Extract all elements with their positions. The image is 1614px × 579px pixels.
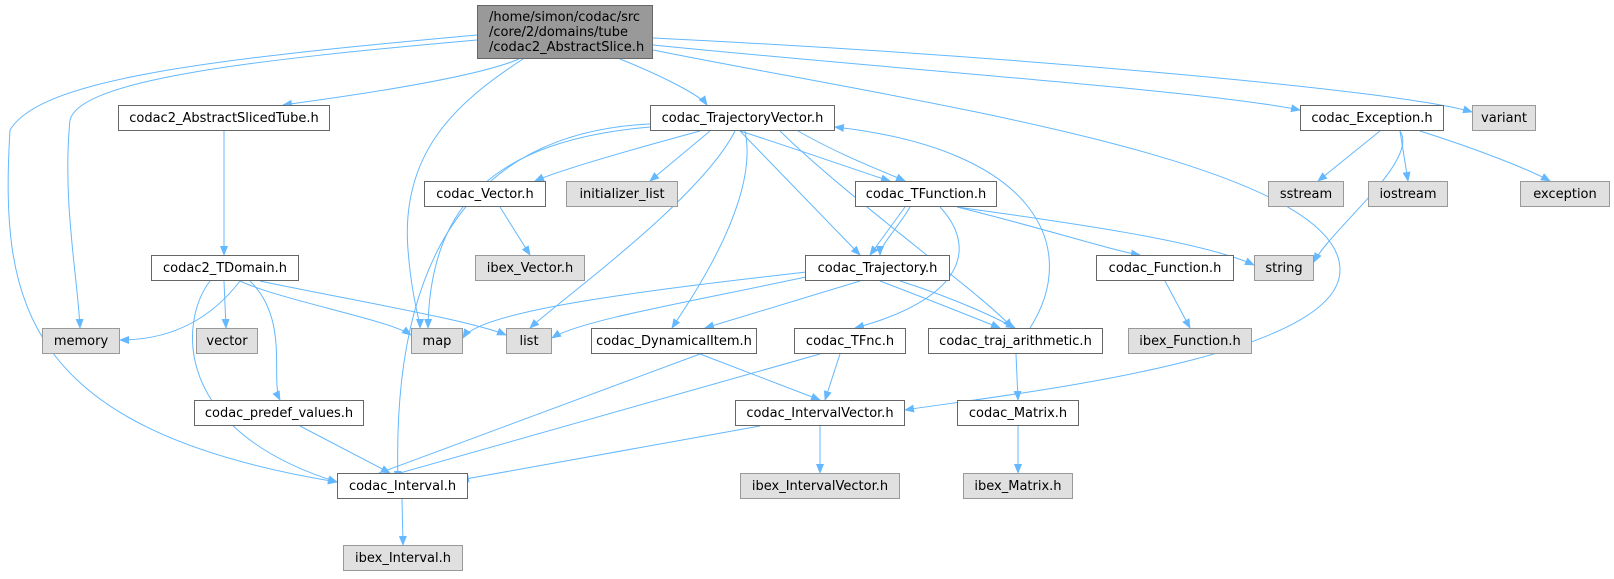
dependency-edge-7 <box>652 49 1341 413</box>
dependency-edge-2 <box>652 44 1301 113</box>
dependency-edge-14 <box>424 126 651 329</box>
dependency-edge-28 <box>1399 130 1411 182</box>
node-ibex-function: ibex_Function.h <box>1128 328 1252 354</box>
node-dynamical-item[interactable]: codac_DynamicalItem.h <box>591 328 757 354</box>
dependency-edge-44 <box>259 280 507 336</box>
dependency-edge-35 <box>354 353 701 483</box>
node-initializer-list: initializer_list <box>566 181 678 207</box>
node-tfnc[interactable]: codac_TFnc.h <box>794 328 906 354</box>
dependency-edge-47 <box>299 425 391 474</box>
dependency-edge-51 <box>398 498 407 546</box>
dependency-edge-39 <box>1013 353 1022 401</box>
dependency-edge-29 <box>1419 130 1551 182</box>
dependency-edge-32 <box>704 280 861 330</box>
dependency-edge-48 <box>459 425 761 483</box>
dependency-edge-17 <box>671 130 748 329</box>
dependency-edge-25 <box>1164 280 1191 329</box>
node-iostream: iostream <box>1368 181 1448 207</box>
node-interval[interactable]: codac_Interval.h <box>337 473 468 499</box>
node-ibex-matrix: ibex_Matrix.h <box>963 473 1073 499</box>
node-variant: variant <box>1472 105 1536 131</box>
dependency-edge-37 <box>339 353 821 492</box>
dependency-edge-43 <box>239 280 412 336</box>
dependency-edge-15 <box>393 123 651 481</box>
dependency-edge-24 <box>854 206 960 330</box>
dependency-edge-45 <box>249 280 281 401</box>
dependency-edge-18 <box>779 130 1013 329</box>
node-map: map <box>411 328 463 354</box>
node-memory: memory <box>42 328 120 354</box>
node-string: string <box>1254 255 1314 281</box>
dependency-edge-5 <box>7 34 478 485</box>
dependency-edge-33 <box>879 280 1001 329</box>
dependency-edge-42 <box>221 280 230 329</box>
dependency-edge-10 <box>649 130 711 182</box>
dependency-edge-41 <box>119 280 241 344</box>
dependency-edge-34 <box>899 280 1016 329</box>
dependency-edge-1 <box>619 58 708 106</box>
dependency-edge-12 <box>797 130 906 182</box>
dependency-edge-21 <box>956 206 1141 258</box>
node-vector-h[interactable]: codac_Vector.h <box>424 181 546 207</box>
root-path-line-1: /home/simon/codac/src <box>489 9 641 25</box>
node-exception[interactable]: codac_Exception.h <box>1300 105 1444 131</box>
node-ibex-interval: ibex_Interval.h <box>343 545 463 571</box>
dependency-edge-31 <box>551 274 816 339</box>
dependency-edge-22 <box>869 206 906 256</box>
node-trajectory-vector[interactable]: codac_TrajectoryVector.h <box>650 105 835 131</box>
dependency-edge-9 <box>534 130 701 182</box>
node-predef-values[interactable]: codac_predef_values.h <box>194 400 364 426</box>
node-exception-std: exception <box>1520 181 1610 207</box>
dependency-edge-46 <box>192 280 338 484</box>
dependency-edge-30 <box>462 270 816 339</box>
node-abstract-sliced-tube[interactable]: codac2_AbstractSlicedTube.h <box>118 105 330 131</box>
node-ibex-vector: ibex_Vector.h <box>475 255 585 281</box>
dependency-edge-0 <box>282 58 520 108</box>
dependency-edge-13 <box>739 130 861 256</box>
node-traj-arithmetic[interactable]: codac_traj_arithmetic.h <box>928 328 1103 354</box>
dependency-edge-19 <box>499 206 531 256</box>
node-matrix[interactable]: codac_Matrix.h <box>957 400 1079 426</box>
dependency-edge-40 <box>834 124 1050 329</box>
dependency-edge-36 <box>699 353 821 401</box>
node-list: list <box>506 328 552 354</box>
dependency-edge-23 <box>876 206 911 256</box>
node-tfunction[interactable]: codac_TFunction.h <box>855 181 997 207</box>
node-function[interactable]: codac_Function.h <box>1096 255 1234 281</box>
dependency-edge-3 <box>652 37 1473 114</box>
node-vector: vector <box>196 328 258 354</box>
dependency-edge-11 <box>739 130 891 183</box>
node-ibex-interval-vector: ibex_IntervalVector.h <box>740 473 900 499</box>
dependency-edge-16 <box>529 130 736 329</box>
node-trajectory[interactable]: codac_Trajectory.h <box>805 255 950 281</box>
root-path-line-3: /codac2_AbstractSlice.h <box>489 39 645 55</box>
root-node: /home/simon/codac/src /core/2/domains/tu… <box>477 5 653 59</box>
root-path-line-2: /core/2/domains/tube <box>489 24 628 40</box>
node-interval-vector[interactable]: codac_IntervalVector.h <box>735 400 905 426</box>
node-sstream: sstream <box>1268 181 1344 207</box>
dependency-edge-4 <box>67 39 478 329</box>
node-tdomain[interactable]: codac2_TDomain.h <box>151 255 299 281</box>
dependency-edge-6 <box>406 58 524 329</box>
dependency-edge-38 <box>823 353 841 401</box>
dependency-edge-27 <box>1317 130 1381 182</box>
